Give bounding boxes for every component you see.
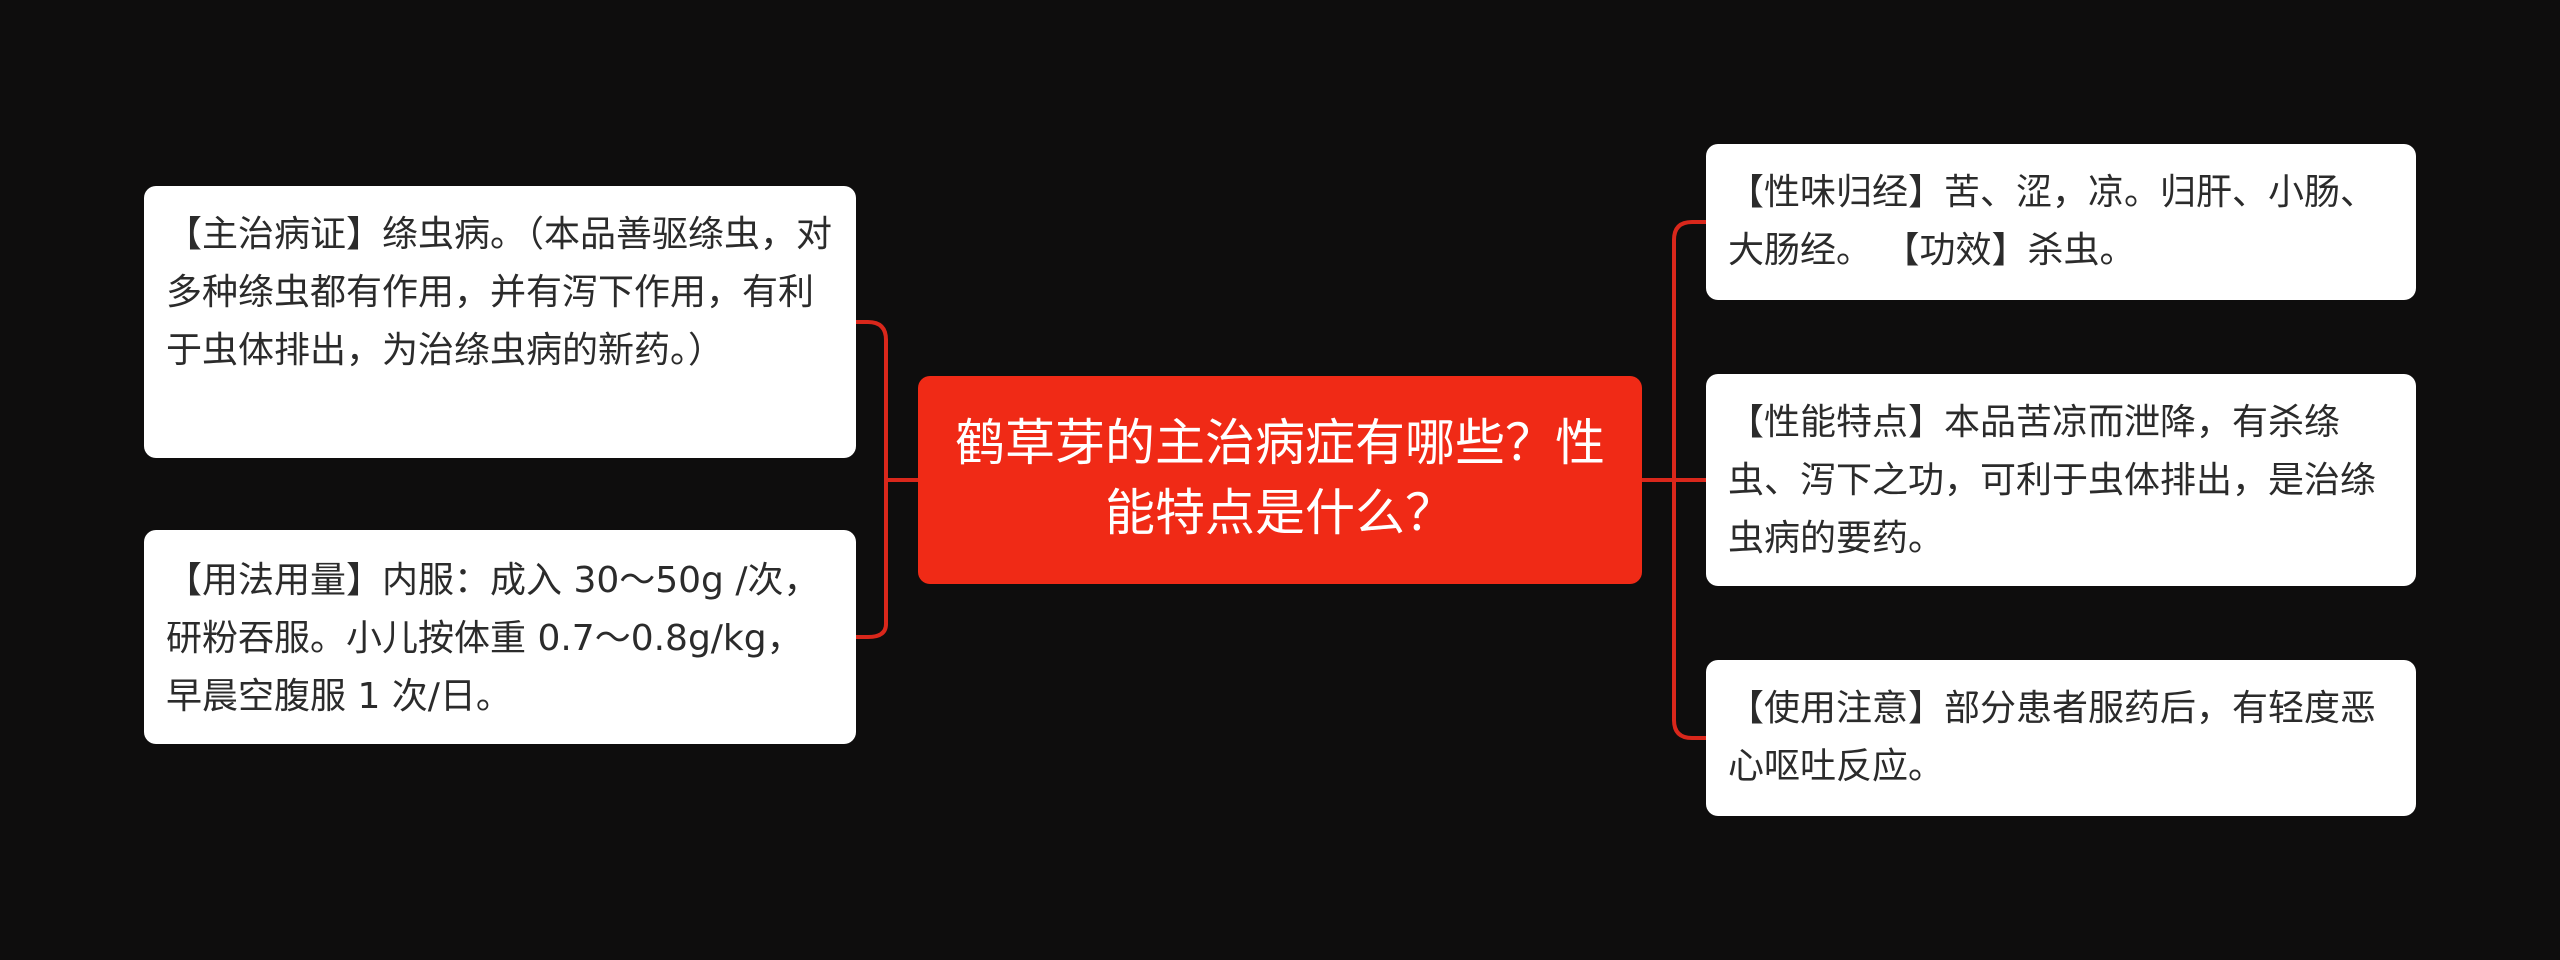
- connector-right-branch-1: [1672, 220, 1708, 242]
- topic-node-precautions[interactable]: 【使用注意】部分患者服药后，有轻度恶心呕吐反应。: [1706, 660, 2416, 816]
- topic-text: 【性味归经】苦、涩，凉。归肝、小肠、大肠经。 【功效】杀虫。: [1728, 172, 2377, 271]
- topic-text: 【主治病证】绦虫病。（本品善驱绦虫，对多种绦虫都有作用，并有泻下作用，有利于虫体…: [166, 214, 833, 371]
- central-topic-node[interactable]: 鹤草芽的主治病症有哪些？性能特点是什么？: [918, 376, 1642, 584]
- connector-left-branch-1: [854, 320, 888, 342]
- connector-right-branch-3: [1672, 718, 1708, 740]
- topic-node-indications[interactable]: 【主治病证】绦虫病。（本品善驱绦虫，对多种绦虫都有作用，并有泻下作用，有利于虫体…: [144, 186, 856, 458]
- topic-node-characteristics[interactable]: 【性能特点】本品苦凉而泄降，有杀绦虫、泻下之功，可利于虫体排出，是治绦虫病的要药…: [1706, 374, 2416, 586]
- connector-left-branch-2: [854, 622, 888, 639]
- topic-node-dosage[interactable]: 【用法用量】内服：成入 30～50g /次，研粉吞服。小儿按体重 0.7～0.8…: [144, 530, 856, 744]
- topic-text: 【使用注意】部分患者服药后，有轻度恶心呕吐反应。: [1728, 688, 2377, 787]
- topic-node-properties[interactable]: 【性味归经】苦、涩，凉。归肝、小肠、大肠经。 【功效】杀虫。: [1706, 144, 2416, 300]
- central-topic-text: 鹤草芽的主治病症有哪些？性能特点是什么？: [955, 414, 1605, 542]
- topic-text: 【用法用量】内服：成入 30～50g /次，研粉吞服。小儿按体重 0.7～0.8…: [166, 560, 820, 717]
- topic-text: 【性能特点】本品苦凉而泄降，有杀绦虫、泻下之功，可利于虫体排出，是治绦虫病的要药…: [1728, 402, 2377, 559]
